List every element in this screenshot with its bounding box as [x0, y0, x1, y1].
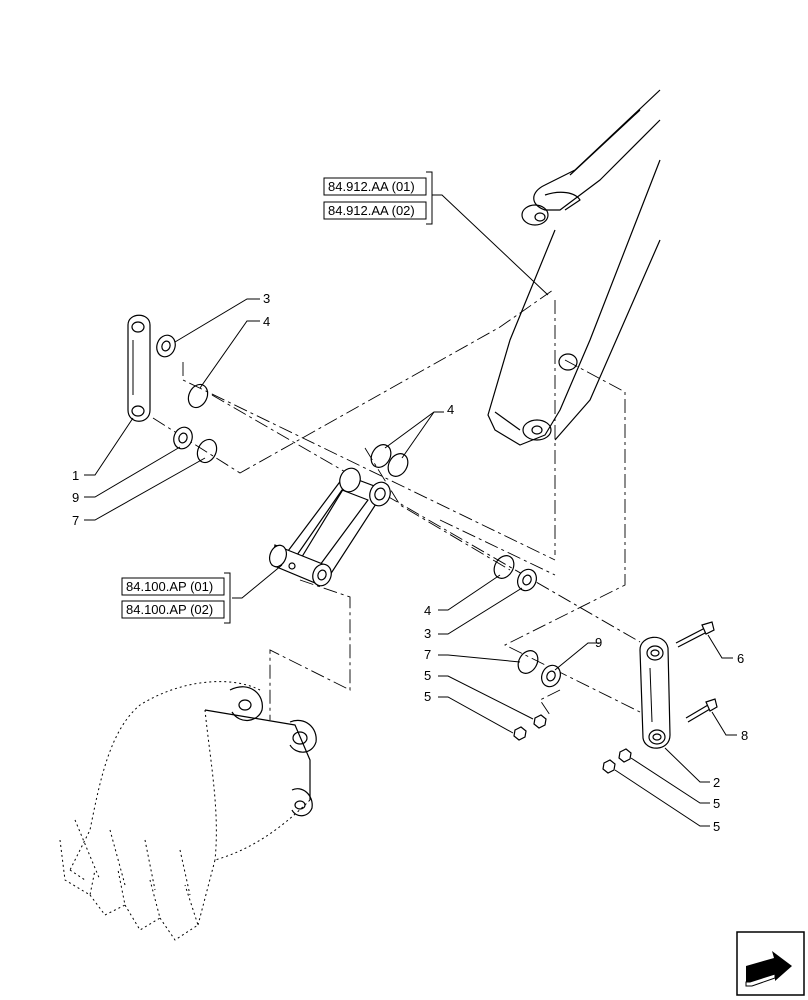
callout-3-top: 3: [263, 291, 270, 306]
callout-9-left: 9: [72, 490, 79, 505]
washer-part-3-mid[interactable]: [514, 566, 540, 594]
nut-part-5-d[interactable]: [602, 759, 616, 774]
callout-5-a: 5: [424, 668, 431, 683]
ref-label-84-100-ap-02: 84.100.AP (02): [126, 602, 213, 617]
ref-link-84-100-ap-01[interactable]: 84.100.AP (01): [121, 577, 225, 596]
washer-part-9-left[interactable]: [171, 425, 195, 452]
o-ring-part-4-top[interactable]: [185, 381, 211, 410]
washer-part-3-top[interactable]: [154, 333, 178, 360]
callout-9-mid: 9: [595, 635, 602, 650]
o-ring-part-4-center[interactable]: [367, 441, 412, 480]
ref-bracket-boom: [426, 171, 433, 225]
callout-5-c: 5: [713, 796, 720, 811]
boom-arm: [487, 89, 661, 446]
ref-label-84-912-aa-02: 84.912.AA (02): [328, 203, 415, 218]
connecting-link: [268, 467, 391, 587]
callout-1: 1: [72, 468, 79, 483]
o-ring-part-7-mid[interactable]: [514, 647, 542, 677]
bolt-part-8[interactable]: [685, 698, 718, 723]
ref-label-84-100-ap-01: 84.100.AP (01): [126, 579, 213, 594]
bolt-part-6[interactable]: [675, 621, 715, 648]
callout-5-b: 5: [424, 689, 431, 704]
leader-lines: [84, 194, 737, 827]
callout-5-d: 5: [713, 819, 720, 834]
callout-8: 8: [741, 728, 748, 743]
callout-3-mid: 3: [424, 626, 431, 641]
o-ring-part-7-left[interactable]: [194, 436, 220, 465]
bucket: [59, 681, 317, 941]
washer-part-9-mid[interactable]: [538, 662, 564, 690]
nut-part-5-b[interactable]: [513, 726, 527, 741]
callout-labels: 3 4 1 9 7 4 4 3 7 9 5 5 6 8 2 5 5: [72, 291, 748, 834]
callout-7-left: 7: [72, 513, 79, 528]
callout-4-top: 4: [263, 314, 270, 329]
callout-7-mid: 7: [424, 647, 431, 662]
next-page-arrow-icon[interactable]: [736, 931, 805, 996]
ref-bracket-link: [224, 572, 231, 624]
link-part-1[interactable]: [127, 314, 151, 422]
ref-link-84-912-aa-01[interactable]: 84.912.AA (01): [323, 177, 427, 196]
ref-label-84-912-aa-01: 84.912.AA (01): [328, 179, 415, 194]
nut-part-5-c[interactable]: [618, 748, 632, 763]
nut-part-5-a[interactable]: [533, 714, 547, 729]
callout-4-mid: 4: [424, 603, 431, 618]
ref-link-84-100-ap-02[interactable]: 84.100.AP (02): [121, 600, 225, 619]
link-part-2[interactable]: [639, 636, 671, 749]
ref-link-84-912-aa-02[interactable]: 84.912.AA (02): [323, 201, 427, 220]
callout-6: 6: [737, 651, 744, 666]
o-ring-part-4-mid[interactable]: [490, 552, 518, 582]
callout-2: 2: [713, 775, 720, 790]
callout-4-center: 4: [447, 402, 454, 417]
